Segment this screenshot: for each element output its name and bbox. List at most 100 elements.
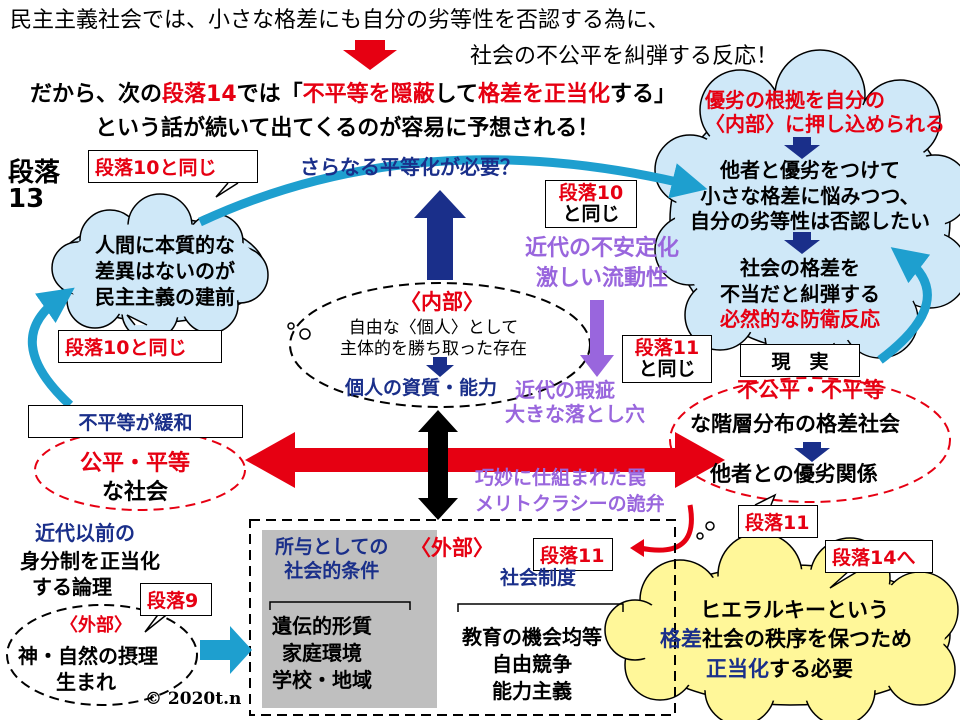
- shishitsu: 個人の資質・能力: [345, 377, 498, 399]
- right-cloud-a1: 他者と優劣をつけて: [720, 158, 900, 182]
- further-equality: さらなる平等化が必要？: [300, 155, 520, 179]
- kindai-line-1: 近代の不安定化: [525, 236, 680, 261]
- given-l2: 社会的条件: [284, 559, 380, 582]
- dan9-tag: 段落9: [140, 583, 212, 616]
- fair-society: 公平・平等 な社会: [80, 450, 190, 507]
- dan10-tag-left-text: 段落10と同じ: [65, 337, 187, 359]
- seido-item-2: 自由競争: [492, 652, 572, 676]
- hierarchy-l2a: 格差: [660, 627, 702, 652]
- fair-society-l2: な社会: [102, 479, 169, 505]
- top-line-3-d: 不平等を隠蔽: [302, 82, 435, 107]
- hierarchy-text: ヒエラルキーという 格差社会の秩序を保つため 正当化する必要: [660, 596, 912, 684]
- kashi-line-2: 大きな落とし穴: [505, 402, 645, 426]
- premodern-gaibu-body: 神・自然の摂理 生まれ: [18, 643, 158, 695]
- kashi-line-1: 近代の瑕疵: [515, 378, 615, 402]
- seido-items: 教育の機会均等 自由競争 能力主義: [462, 624, 602, 705]
- teal-curve-right: [877, 247, 932, 364]
- top-line-3-g: する」: [610, 82, 677, 107]
- premodern-ellipse: [6, 604, 198, 706]
- premodern-l1: 近代以前の: [35, 521, 135, 545]
- fair-society-l1: 公平・平等: [80, 451, 191, 476]
- dan10-tag-mid-a: 段落10: [558, 182, 624, 204]
- red-double-arrow: [245, 432, 725, 488]
- right-cloud-a3: 自分の劣等性は否認したい: [690, 209, 930, 234]
- copyright: © 2020t.n: [145, 689, 242, 709]
- dan11-tag-mid: 段落11 と同じ: [622, 335, 712, 383]
- right-cloud-b2: 不当だと糾弾する: [720, 281, 880, 306]
- unequal-l1: 不公平・不平等: [737, 378, 884, 402]
- hierarchy-l3b: する必要: [769, 656, 853, 681]
- genjitsu-tag: 現 実: [740, 344, 860, 377]
- seido-item-3: 能力主義: [492, 679, 572, 703]
- right-cloud-a2: 小さな格差に悩みつつ、: [700, 183, 920, 208]
- hierarchy-l1: ヒエラルキーという: [700, 598, 889, 622]
- top-line-1: 民主主義社会では、小さな格差にも自分の劣等性を否認する為に、: [10, 8, 670, 33]
- premodern-g1: 神・自然の摂理: [18, 644, 158, 668]
- right-cloud-title-1: 優劣の根拠を自分の: [705, 88, 885, 112]
- top-line-3-e: して: [434, 82, 479, 107]
- kindai-instability: 近代の不安定化 激しい流動性: [525, 234, 679, 293]
- navy-up-arrow: [414, 190, 466, 280]
- given-l1: 所与としての: [275, 536, 389, 558]
- left-cloud-line-1: 人間に本質的な: [95, 233, 235, 257]
- premodern-l3: する論理: [32, 575, 112, 599]
- teal-curve-left: [27, 287, 75, 409]
- teal-right-arrow: [200, 626, 252, 674]
- dan9-tag-text: 段落9: [147, 590, 199, 612]
- external-rect: [249, 519, 676, 716]
- right-cloud-b1: 社会の格差を: [740, 256, 860, 280]
- jiyu-text: 自由な〈個人〉として 主体的を勝ち取った存在: [340, 318, 527, 361]
- purple-down-arrow: [580, 300, 614, 377]
- wana-line-1: 巧妙に仕組まれた罠: [475, 467, 647, 489]
- dan11-tag-bottom: 段落11: [533, 538, 613, 571]
- unequal-l2: な階層分布の格差社会: [690, 412, 900, 436]
- fubyodo-kanwa-tag: 不平等が緩和: [28, 405, 243, 438]
- dan10-tag-topleft: 段落10と同じ: [88, 150, 258, 183]
- jiyu-line-1: 自由な〈個人〉として: [348, 318, 519, 338]
- shakai-seido: 社会制度: [500, 567, 577, 589]
- naibu-label: 〈内部〉: [400, 290, 484, 314]
- dan11-tag-right-text: 段落11: [745, 512, 810, 534]
- fubyodo-kanwa-text: 不平等が緩和: [78, 412, 193, 434]
- right-cloud-title-2: 〈内部〉に押し込められる: [705, 112, 945, 136]
- top-line-3-f: 格差を正当化: [478, 82, 611, 107]
- wana: 巧妙に仕組まれた罠 メリトクラシーの詭弁: [475, 466, 665, 517]
- side-label: 段落 13: [8, 158, 61, 214]
- top-line-4: という話が続いて出てくるのが容易に予想される！: [95, 116, 600, 141]
- dan10-tag-topleft-text: 段落10と同じ: [95, 157, 217, 179]
- premodern-body: 身分制を正当化 する論理: [20, 548, 160, 600]
- hierarchy-l3a: 正当化: [706, 656, 769, 681]
- hierarchy-l2b: 社会の秩序を保つため: [702, 627, 912, 652]
- top-line-3-a: だから、次の: [30, 82, 163, 107]
- premodern-gaibu: 〈外部〉: [60, 615, 132, 636]
- top-line-3-c: では「: [236, 82, 303, 107]
- given-item-3: 学校・地域: [272, 668, 372, 692]
- dan10-tag-mid: 段落10 と同じ: [545, 180, 637, 228]
- given-item-2: 家庭環境: [282, 641, 362, 665]
- teal-curve-top: [198, 155, 708, 227]
- given-items: 遺伝的形質 家庭環境 学校・地域: [272, 613, 372, 694]
- dan11-tag-right: 段落11: [738, 505, 818, 538]
- seido-item-1: 教育の機会均等: [462, 625, 602, 649]
- right-cloud-title: 優劣の根拠を自分の 〈内部〉に押し込められる: [705, 88, 945, 136]
- unequal-ellipse: [669, 377, 951, 503]
- given-conditions: 所与としての 社会的条件: [275, 536, 388, 584]
- red-curve-arrow: [639, 504, 694, 553]
- dan10-tag-left: 段落10と同じ: [58, 330, 222, 363]
- premodern-l2: 身分制を正当化: [20, 549, 160, 573]
- dan10-tag-mid-b: と同じ: [562, 202, 620, 225]
- top-down-arrow: [343, 40, 397, 70]
- given-gray-box: [262, 530, 437, 708]
- dan11-tag-mid-a: 段落11: [634, 337, 700, 359]
- premodern-g2: 生まれ: [56, 670, 116, 694]
- right-cloud-body-a: 他者と優劣をつけて 小さな格差に悩みつつ、 自分の劣等性は否認したい: [675, 158, 945, 235]
- dan11-tag-mid-b: と同じ: [638, 357, 696, 380]
- kindai-line-2: 激しい流動性: [536, 265, 669, 291]
- dan11-tag-bottom-text: 段落11: [540, 545, 605, 567]
- unequal-l3: 他者との優劣関係: [710, 462, 878, 486]
- given-item-1: 遺伝的形質: [272, 614, 372, 638]
- external-gaibu: 〈外部〉: [410, 536, 494, 560]
- wana-line-2: メリトクラシーの詭弁: [475, 492, 665, 515]
- top-line-3-b: 段落14: [162, 82, 237, 107]
